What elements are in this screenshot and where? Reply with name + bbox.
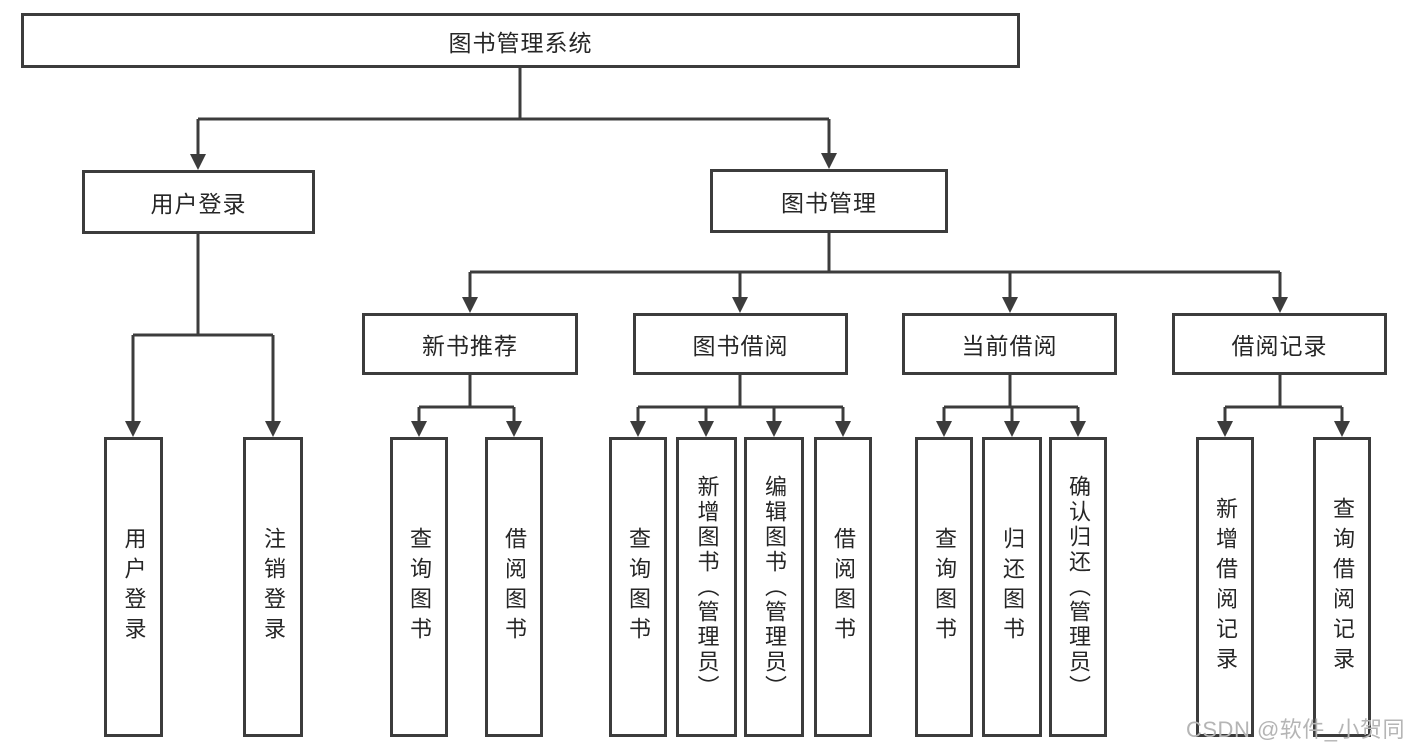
node-borrow-records: 借阅记录	[1172, 313, 1387, 375]
node-leaf-query-books-1: 查询图书	[390, 437, 448, 737]
node-new-book-recommend: 新书推荐	[362, 313, 578, 375]
node-leaf-confirm-return-admin: 确认归还（管理员）	[1049, 437, 1107, 737]
node-book-management: 图书管理	[710, 169, 948, 233]
arrowhead	[1334, 421, 1350, 437]
arrowhead	[265, 421, 281, 437]
arrowhead	[1002, 297, 1018, 313]
edge-new-book-recommend-children	[411, 375, 522, 437]
arrowhead	[936, 421, 952, 437]
node-leaf-borrow-books-1: 借阅图书	[485, 437, 543, 737]
arrowhead	[1070, 421, 1086, 437]
edge-borrow-records-children	[1217, 375, 1350, 437]
node-leaf-borrow-books-2: 借阅图书	[814, 437, 872, 737]
node-leaf-return-books: 归还图书	[982, 437, 1042, 737]
node-root-system: 图书管理系统	[21, 13, 1020, 68]
node-leaf-query-books-3: 查询图书	[915, 437, 973, 737]
arrowhead	[411, 421, 427, 437]
arrowhead	[125, 421, 141, 437]
arrowhead	[1004, 421, 1020, 437]
arrowhead	[698, 421, 714, 437]
node-leaf-query-books-2: 查询图书	[609, 437, 667, 737]
arrowhead	[462, 297, 478, 313]
edge-book-borrow-children	[630, 375, 851, 437]
node-current-borrow: 当前借阅	[902, 313, 1117, 375]
node-leaf-logout: 注销登录	[243, 437, 303, 737]
arrowhead	[630, 421, 646, 437]
arrowhead	[732, 297, 748, 313]
arrowhead	[766, 421, 782, 437]
node-leaf-edit-books-admin: 编辑图书（管理员）	[744, 437, 804, 737]
arrowhead	[1272, 297, 1288, 313]
arrowhead	[506, 421, 522, 437]
edge-current-borrow-children	[936, 375, 1086, 437]
node-leaf-user-login: 用户登录	[104, 437, 163, 737]
edge-book-management-children	[462, 233, 1288, 313]
edge-user-login-children	[125, 234, 281, 437]
arrowhead	[190, 154, 206, 170]
node-leaf-add-books-admin: 新增图书（管理员）	[676, 437, 737, 737]
node-book-borrow: 图书借阅	[633, 313, 848, 375]
node-leaf-query-borrow-record: 查询借阅记录	[1313, 437, 1371, 737]
arrowhead	[835, 421, 851, 437]
csdn-watermark: CSDN @软件_小贺同学	[1186, 717, 1405, 742]
node-leaf-add-borrow-record: 新增借阅记录	[1196, 437, 1254, 737]
arrowhead	[1217, 421, 1233, 437]
node-user-login: 用户登录	[82, 170, 315, 234]
arrowhead	[821, 153, 837, 169]
edge-root-to-level2	[190, 68, 837, 170]
